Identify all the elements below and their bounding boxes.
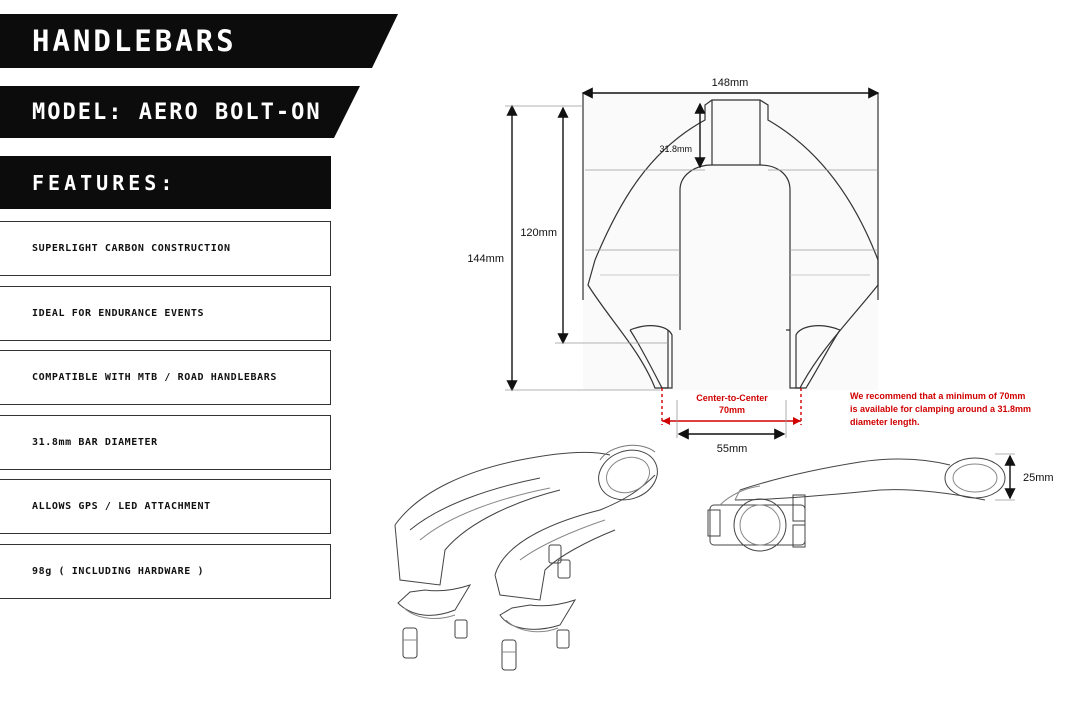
recommendation-line-2: is available for clamping around a 31.8m… — [850, 404, 1031, 414]
dimension-side-height: 25mm — [995, 453, 1054, 501]
dimension-width-top: 148mm — [581, 77, 880, 99]
height-inner-label: 120mm — [520, 227, 557, 239]
side-view-drawing — [707, 457, 1006, 552]
model-label: MODEL: AERO BOLT-ON — [32, 99, 322, 125]
feature-item: COMPATIBLE WITH MTB / ROAD HANDLEBARS — [0, 350, 331, 405]
feature-label: COMPATIBLE WITH MTB / ROAD HANDLEBARS — [32, 372, 277, 383]
page-title: HANDLEBARS — [32, 24, 237, 58]
feature-item: IDEAL FOR ENDURANCE EVENTS — [0, 285, 331, 341]
model-banner: MODEL: AERO BOLT-ON — [0, 86, 360, 138]
feature-label: IDEAL FOR ENDURANCE EVENTS — [32, 307, 205, 319]
dimension-height-inner: 120mm — [520, 106, 668, 345]
features-heading: FEATURES: — [32, 170, 177, 195]
feature-label: ALLOWS GPS / LED ATTACHMENT — [32, 501, 211, 512]
dimension-height-total: 144mm — [467, 104, 660, 392]
features-banner: FEATURES: — [0, 156, 331, 209]
clamping-recommendation-note: We recommend that a minimum of 70mm is a… — [850, 391, 1031, 427]
feature-label: 98g ( INCLUDING HARDWARE ) — [32, 565, 205, 577]
exploded-perspective-view — [394, 444, 658, 671]
recommendation-line-1: We recommend that a minimum of 70mm — [850, 391, 1025, 401]
feature-item: SUPERLIGHT CARBON CONSTRUCTION — [0, 221, 331, 276]
feature-item: ALLOWS GPS / LED ATTACHMENT — [0, 479, 331, 534]
height-total-label: 144mm — [467, 253, 504, 265]
center-to-center-label: Center-to-Center — [696, 393, 768, 403]
page-title-banner: HANDLEBARS — [0, 14, 398, 68]
top-view-outline — [582, 93, 879, 390]
feature-item: 98g ( INCLUDING HARDWARE ) — [0, 543, 331, 599]
dimension-clamp-diameter: 31.8mm — [659, 102, 706, 169]
width-top-label: 148mm — [712, 77, 749, 89]
dimension-inner-width: 55mm — [676, 400, 787, 455]
feature-item: 31.8mm BAR DIAMETER — [0, 414, 331, 470]
feature-list: SUPERLIGHT CARBON CONSTRUCTION IDEAL FOR… — [0, 221, 331, 608]
handlebar-technical-drawing: 148mm 144mm 120mm 31.8mm Center-to-Cente… — [394, 77, 1054, 671]
center-to-center-value: 70mm — [719, 405, 745, 415]
feature-label: 31.8mm BAR DIAMETER — [32, 436, 158, 448]
side-height-label: 25mm — [1023, 472, 1054, 484]
feature-label: SUPERLIGHT CARBON CONSTRUCTION — [32, 243, 231, 254]
clamp-diameter-label: 31.8mm — [659, 144, 692, 154]
dimension-center-to-center: Center-to-Center 70mm — [661, 388, 802, 425]
recommendation-line-3: diameter length. — [850, 417, 920, 427]
inner-width-label: 55mm — [717, 443, 748, 455]
